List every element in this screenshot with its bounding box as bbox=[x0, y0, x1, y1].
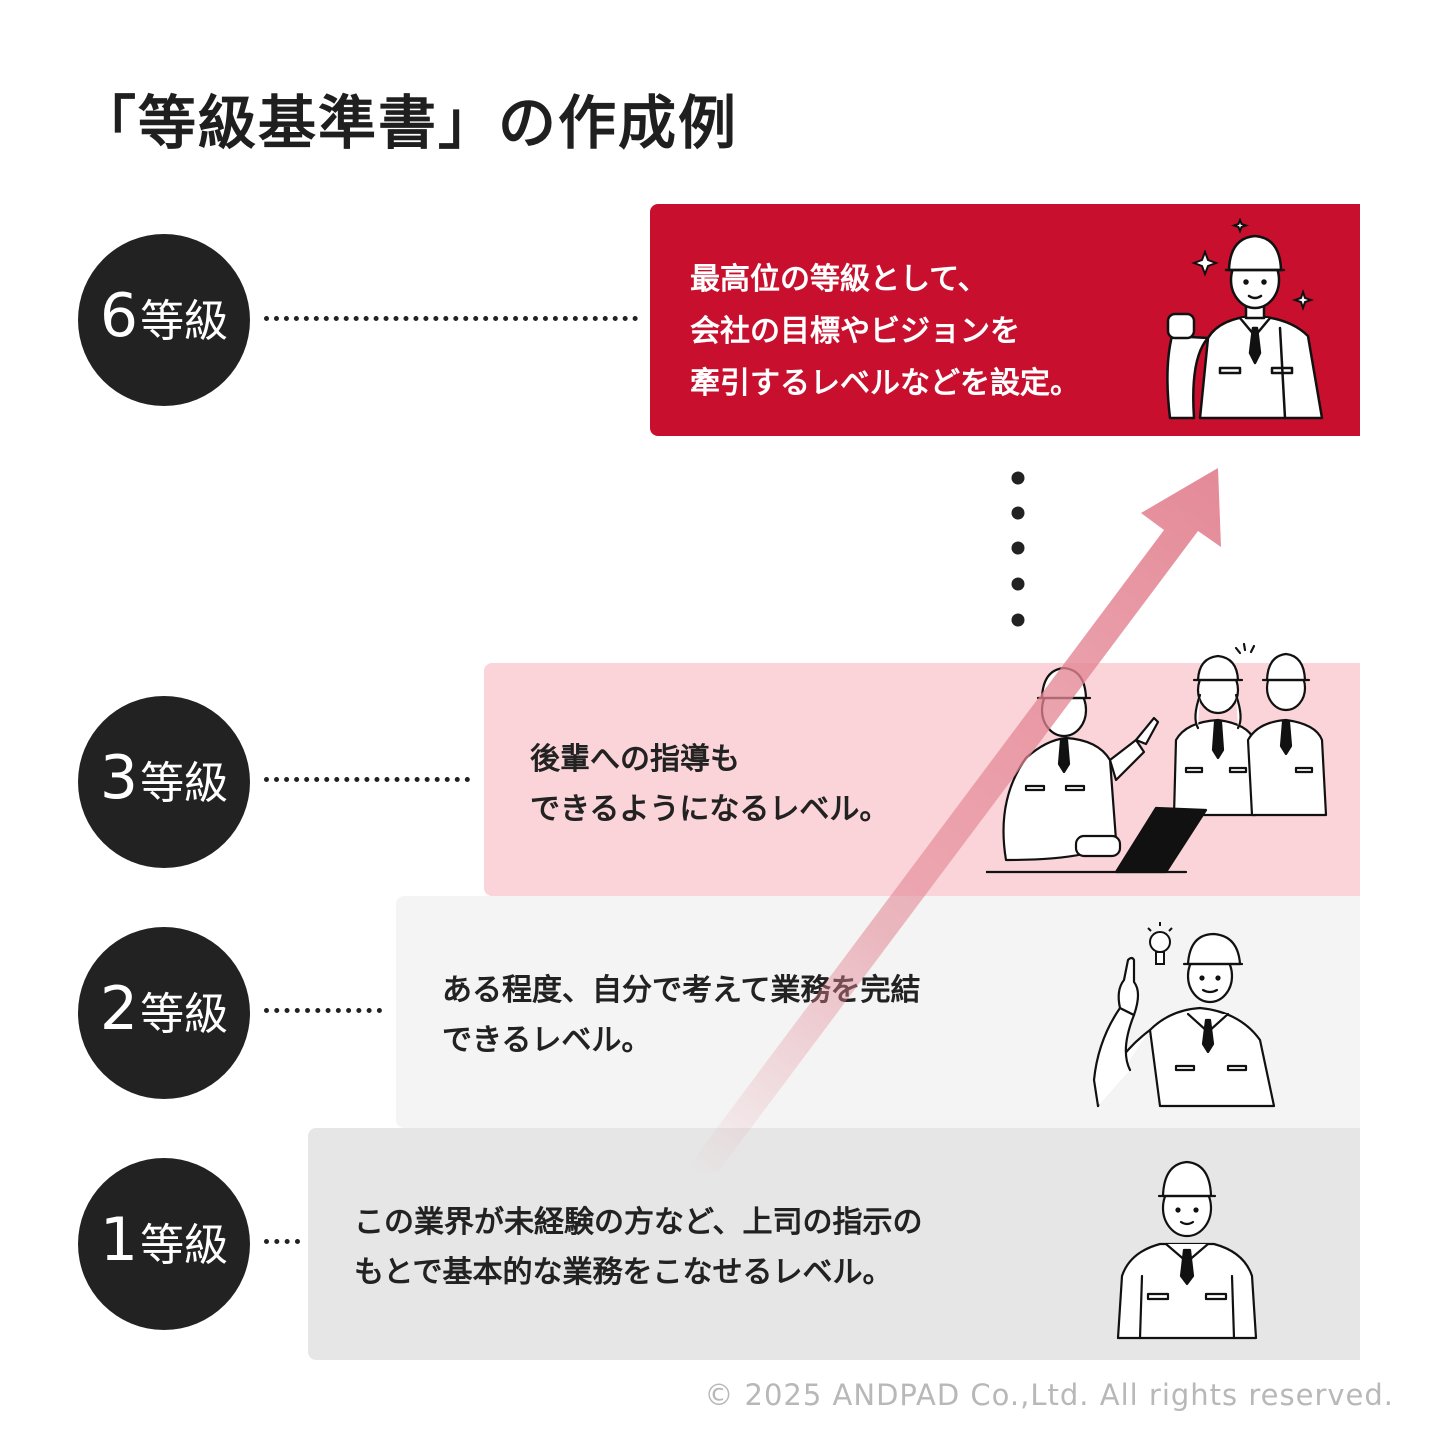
idea-worker-icon bbox=[1092, 922, 1276, 1108]
grade-1-unit: 等級 bbox=[140, 1220, 229, 1271]
grade-2-unit: 等級 bbox=[140, 989, 229, 1040]
lightbulb-icon bbox=[1147, 922, 1173, 965]
grade-6-line-3: 牽引するレベルなどを設定。 bbox=[690, 366, 1080, 401]
grade-3-unit: 等級 bbox=[140, 758, 229, 809]
connector-3 bbox=[264, 777, 470, 782]
connector-6 bbox=[264, 316, 638, 321]
grade-3-description: 後輩への指導も できるようになるレベル。 bbox=[530, 735, 889, 835]
grade-3-line-1: 後輩への指導も bbox=[530, 742, 740, 777]
page-title: 「等級基準書」の作成例 bbox=[78, 89, 739, 157]
connector-2 bbox=[264, 1008, 382, 1013]
grade-6-line-1: 最高位の等級として、 bbox=[690, 262, 988, 297]
grade-1-number: 1 bbox=[99, 1205, 139, 1275]
grade-2-number: 2 bbox=[99, 974, 139, 1044]
grade-1-line-2: もとで基本的な業務をこなせるレベル。 bbox=[354, 1255, 893, 1290]
grade-2-line-2: できるレベル。 bbox=[442, 1023, 652, 1058]
grade-2-line-1: ある程度、自分で考えて業務を完結 bbox=[442, 973, 921, 1008]
sparkle-icon bbox=[1191, 218, 1315, 312]
connector-1 bbox=[264, 1239, 300, 1244]
vertical-ellipsis-icon bbox=[1011, 471, 1025, 627]
grade-6-line-2: 会社の目標やビジョンを bbox=[690, 314, 1020, 349]
copyright-text: © 2025 ANDPAD Co.,Ltd. All rights reserv… bbox=[704, 1378, 1394, 1412]
grade-3-line-2: できるようになるレベル。 bbox=[530, 792, 890, 827]
grade-3-number: 3 bbox=[99, 743, 139, 813]
grade-6-unit: 等級 bbox=[140, 296, 229, 347]
grade-6-number: 6 bbox=[99, 281, 139, 351]
grade-1-description: この業界が未経験の方など、上司の指示の もとで基本的な業務をこなせるレベル。 bbox=[354, 1198, 923, 1298]
grade-6-description: 最高位の等級として、 会社の目標やビジョンを 牽引するレベルなどを設定。 bbox=[690, 254, 1080, 410]
grade-2-description: ある程度、自分で考えて業務を完結 できるレベル。 bbox=[442, 966, 921, 1066]
grade-1-line-1: この業界が未経験の方など、上司の指示の bbox=[354, 1205, 923, 1240]
leader-worker-icon bbox=[1166, 218, 1324, 420]
novice-worker-icon bbox=[1116, 1160, 1258, 1340]
mentor-workers-icon bbox=[986, 642, 1328, 874]
